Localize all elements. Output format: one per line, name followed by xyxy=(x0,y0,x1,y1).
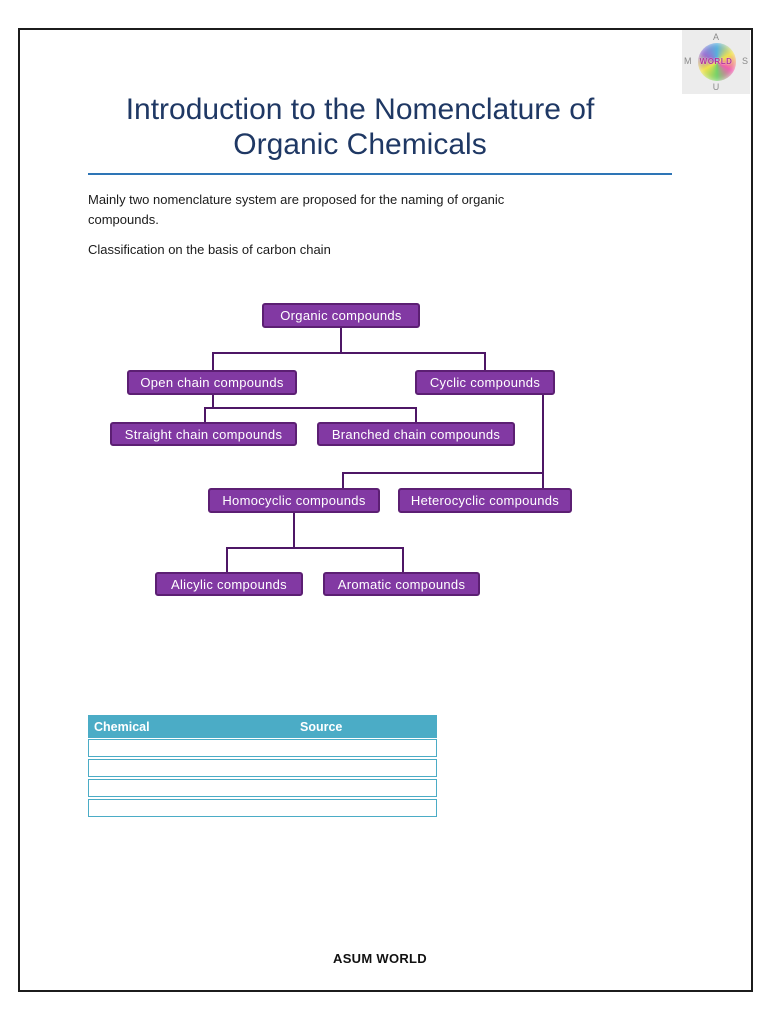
classification-paragraph: Classification on the basis of carbon ch… xyxy=(88,242,331,257)
logo-globe-wrap: A M S U WORLD xyxy=(684,32,748,92)
connector-homocyclic-down xyxy=(293,513,295,547)
flow-node-aromatic-compounds: Aromatic compounds xyxy=(323,572,480,596)
flow-node-alicylic-compounds: Alicylic compounds xyxy=(155,572,303,596)
logo-letter-m: M xyxy=(684,56,692,67)
connector-level3-horizontal xyxy=(204,407,417,409)
title-underline-rule xyxy=(88,173,672,175)
connector-to-branched-chain xyxy=(415,407,417,422)
document-page: A M S U WORLD Introduction to the Nomenc… xyxy=(18,28,753,992)
connector-level5-horizontal xyxy=(226,547,404,549)
table-row xyxy=(88,779,437,797)
connector-to-homocyclic xyxy=(342,472,344,488)
connector-level4-horizontal xyxy=(342,472,544,474)
table-row xyxy=(88,739,437,757)
connector-organic-down xyxy=(340,328,342,352)
flow-node-branched-chain-compounds: Branched chain compounds xyxy=(317,422,515,446)
logo-globe-word: WORLD xyxy=(699,57,733,67)
connector-to-alicylic xyxy=(226,547,228,572)
table-row xyxy=(88,759,437,777)
connector-to-straight-chain xyxy=(204,407,206,422)
footer-brand-text: ASUM WORLD xyxy=(333,951,427,966)
logo-letter-u: U xyxy=(712,82,720,92)
globe-icon xyxy=(698,43,736,81)
flow-node-organic-compounds: Organic compounds xyxy=(262,303,420,328)
connector-to-heterocyclic xyxy=(542,472,544,488)
flow-node-cyclic-compounds: Cyclic compounds xyxy=(415,370,555,395)
connector-to-open-chain xyxy=(212,352,214,370)
table-row xyxy=(88,799,437,817)
flow-node-straight-chain-compounds: Straight chain compounds xyxy=(110,422,297,446)
flow-node-heterocyclic-compounds: Heterocyclic compounds xyxy=(398,488,572,513)
intro-paragraph: Mainly two nomenclature system are propo… xyxy=(88,192,505,227)
page-title: Introduction to the Nomenclature of Orga… xyxy=(70,92,650,162)
flow-node-homocyclic-compounds: Homocyclic compounds xyxy=(208,488,380,513)
table-header-chemical: Chemical xyxy=(94,719,150,734)
logo-letter-s: S xyxy=(741,56,748,67)
asum-world-logo: A M S U WORLD xyxy=(682,30,750,94)
chemical-source-table: Chemical Source xyxy=(88,715,437,817)
flow-node-open-chain-compounds: Open chain compounds xyxy=(127,370,297,395)
connector-level2-horizontal xyxy=(212,352,486,354)
page-title-line2: Organic Chemicals xyxy=(233,128,487,161)
connector-open-chain-down xyxy=(212,395,214,407)
table-header-row: Chemical Source xyxy=(88,715,437,738)
connector-to-cyclic xyxy=(484,352,486,370)
connector-to-aromatic xyxy=(402,547,404,572)
connector-cyclic-down xyxy=(542,395,544,472)
table-header-source: Source xyxy=(300,719,343,734)
logo-letter-a: A xyxy=(712,32,720,42)
page-title-line1: Introduction to the Nomenclature of xyxy=(125,93,595,126)
